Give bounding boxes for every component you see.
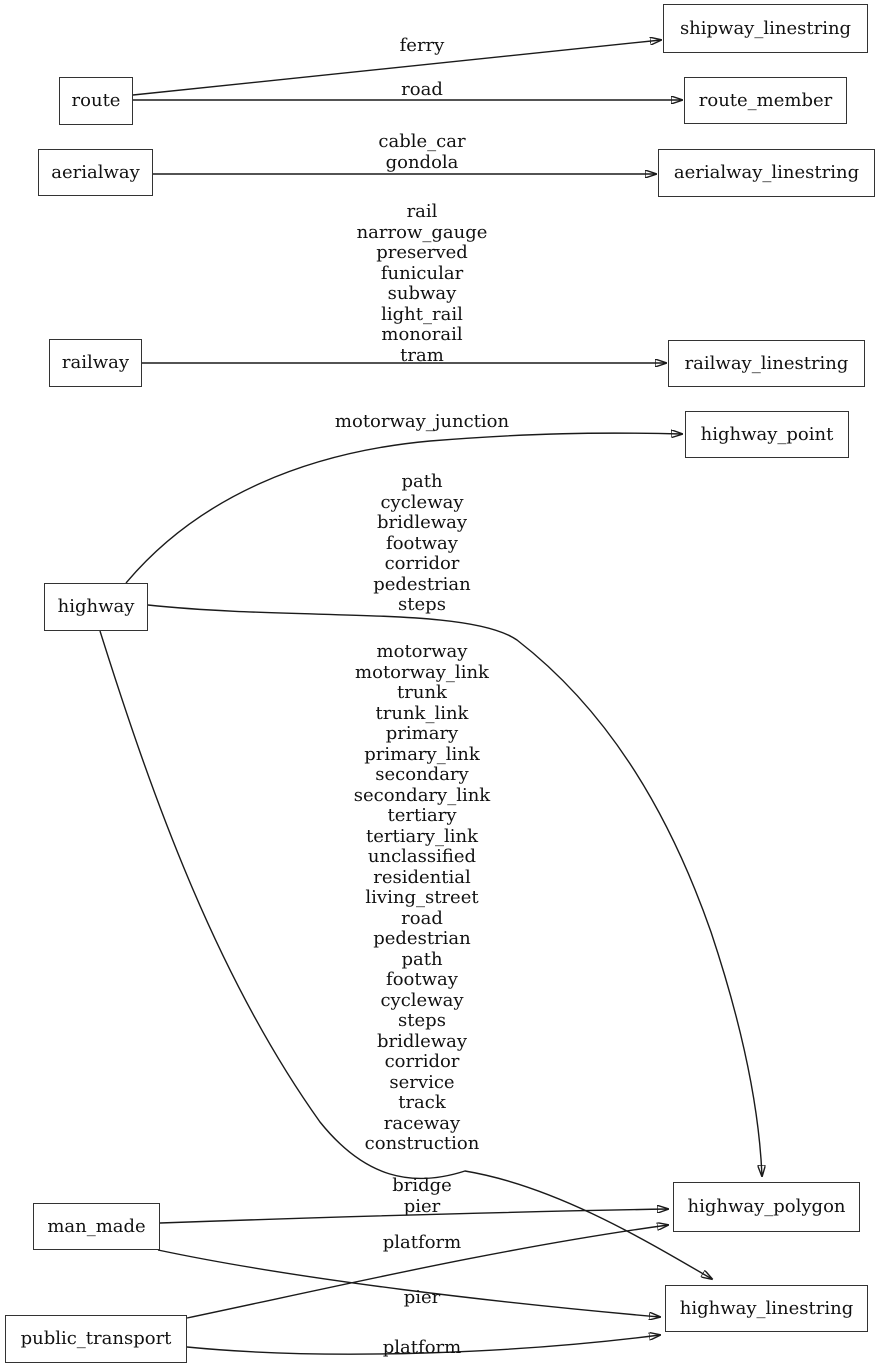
edge-label-man_made-highway_linestring: pier	[403, 1287, 441, 1308]
node-aerialway_linestring-label: aerialway_linestring	[673, 162, 860, 183]
node-railway: railway	[49, 339, 142, 387]
node-aerialway_linestring: aerialway_linestring	[658, 149, 875, 197]
node-railway_linestring-label: railway_linestring	[684, 352, 849, 374]
edge-highway-highway_polygon	[147, 604, 762, 1176]
node-public_transport: public_transport	[5, 1315, 187, 1363]
edge-highway-highway_linestring	[99, 630, 712, 1279]
node-route: route	[59, 77, 133, 125]
node-shipway_linestring: shipway_linestring	[663, 4, 868, 53]
edge-highway-highway_point	[125, 433, 682, 584]
edge-man_made-highway_linestring	[157, 1249, 660, 1317]
edge-label-railway-railway_linestring: rail narrow_gauge preserved funicular su…	[356, 201, 488, 366]
node-highway_linestring: highway_linestring	[665, 1285, 868, 1332]
edge-route-shipway_linestring	[132, 40, 661, 96]
node-aerialway: aerialway	[38, 149, 153, 196]
edge-man_made-highway_polygon	[159, 1209, 668, 1224]
node-highway_polygon: highway_polygon	[673, 1182, 860, 1232]
edge-label-aerialway-aerialway_linestring: cable_car gondola	[378, 131, 466, 173]
node-route_member-label: route_member	[698, 89, 833, 111]
edge-label-public_transport-highway_polygon: platform	[382, 1232, 462, 1253]
node-route_member: route_member	[684, 77, 847, 124]
node-highway-label: highway	[57, 596, 135, 617]
node-highway: highway	[44, 583, 148, 631]
node-shipway_linestring-label: shipway_linestring	[679, 17, 852, 39]
edge-label-public_transport-highway_linestring: platform	[382, 1337, 462, 1358]
node-public_transport-label: public_transport	[20, 1328, 172, 1349]
edge-label-highway-highway_point: motorway_junction	[334, 411, 510, 432]
edge-label-highway-highway_polygon: path cycleway bridleway footway corridor…	[373, 471, 471, 615]
node-railway-label: railway	[61, 352, 130, 373]
node-highway_polygon-label: highway_polygon	[687, 1196, 846, 1217]
node-railway_linestring: railway_linestring	[668, 340, 865, 387]
node-highway_linestring-label: highway_linestring	[679, 1297, 854, 1319]
edge-label-route-route_member: road	[401, 79, 443, 100]
node-highway_point-label: highway_point	[700, 423, 834, 445]
node-highway_point: highway_point	[685, 411, 849, 458]
edge-label-route-shipway_linestring: ferry	[399, 35, 445, 56]
edge-public_transport-highway_polygon	[186, 1225, 668, 1319]
node-man_made: man_made	[33, 1203, 160, 1250]
edge-label-man_made-highway_polygon: bridge pier	[392, 1175, 452, 1217]
node-man_made-label: man_made	[47, 1215, 146, 1237]
edge-label-highway-highway_linestring: motorway motorway_link trunk trunk_link …	[353, 641, 491, 1154]
node-route-label: route	[71, 90, 121, 111]
node-aerialway-label: aerialway	[51, 161, 140, 183]
edge-public_transport-highway_linestring	[186, 1335, 660, 1355]
